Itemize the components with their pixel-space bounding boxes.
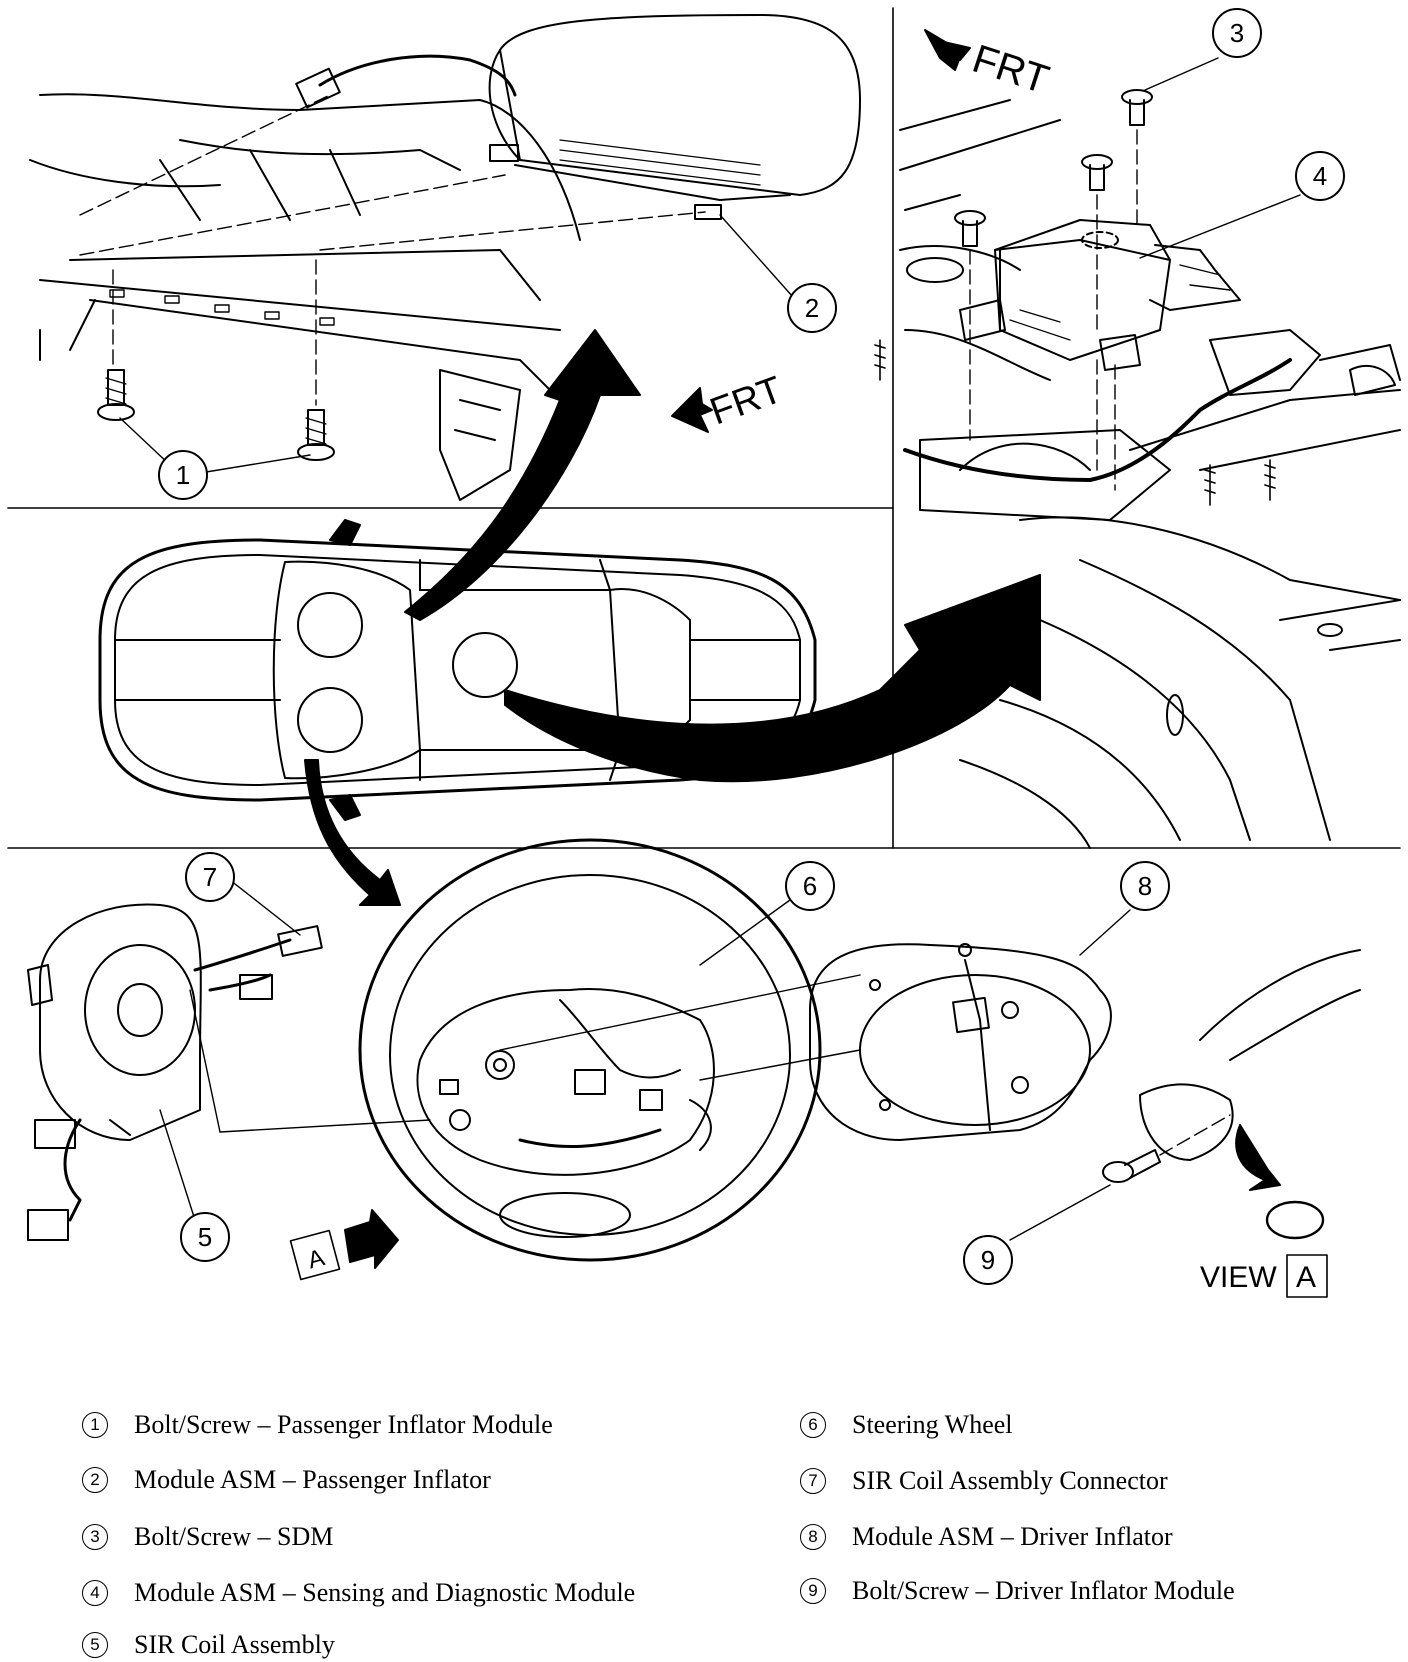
- location-passenger-module: [297, 592, 363, 658]
- steering-wheel: [358, 838, 822, 1262]
- callout-8: 8: [1120, 861, 1170, 911]
- callout-3: 3: [1212, 8, 1262, 58]
- svg-text:7: 7: [203, 862, 217, 892]
- legend-item-9: 9 Bolt/Screw – Driver Inflator Module: [800, 1576, 1235, 1606]
- view-tag-letter: A: [305, 1244, 327, 1274]
- legend-number: 4: [82, 1580, 108, 1606]
- bolt-3b: [1081, 154, 1113, 191]
- legend-number: 5: [82, 1632, 108, 1658]
- bolt-1a: [97, 369, 135, 421]
- legend-item-6: 6 Steering Wheel: [800, 1410, 1013, 1440]
- legend-item-2: 2 Module ASM – Passenger Inflator: [82, 1465, 491, 1495]
- sir-coil: [27, 903, 323, 1241]
- callout-5: 5: [180, 1212, 230, 1262]
- frt-label-mid: FRT: [705, 369, 788, 433]
- bolt-9: [1102, 1149, 1161, 1183]
- svg-text:5: 5: [198, 1222, 212, 1252]
- legend-number: 6: [800, 1412, 826, 1438]
- callout-4: 4: [1295, 151, 1345, 201]
- arrow-steering: [304, 759, 401, 906]
- svg-text:6: 6: [803, 871, 817, 901]
- callout-6: 6: [785, 861, 835, 911]
- passenger-inflator-view: [29, 14, 861, 501]
- svg-text:4: 4: [1313, 161, 1327, 191]
- legend-item-4: 4 Module ASM – Sensing and Diagnostic Mo…: [82, 1578, 635, 1608]
- callouts: 1 2 3 4 5 6 7 8: [158, 8, 1345, 1285]
- legend-item-7: 7 SIR Coil Assembly Connector: [800, 1466, 1168, 1496]
- callout-1: 1: [158, 450, 208, 500]
- legend-number: 2: [82, 1467, 108, 1493]
- callout-9: 9: [963, 1235, 1013, 1285]
- arrow-sdm: [504, 574, 1041, 783]
- svg-text:1: 1: [176, 460, 190, 490]
- view-box-letter: A: [1296, 1261, 1316, 1294]
- svg-text:2: 2: [805, 293, 819, 323]
- parts-legend: 1 Bolt/Screw – Passenger Inflator Module…: [0, 1380, 1408, 1662]
- legend-item-3: 3 Bolt/Screw – SDM: [82, 1522, 333, 1552]
- driver-inflator-module: [809, 943, 1112, 1141]
- legend-item-5: 5 SIR Coil Assembly: [82, 1630, 335, 1660]
- legend-item-1: 1 Bolt/Screw – Passenger Inflator Module: [82, 1410, 553, 1440]
- view-a-detail: [1009, 949, 1361, 1241]
- frt-arrow-mid: [671, 387, 713, 433]
- legend-number: 1: [82, 1412, 108, 1438]
- legend-text: Bolt/Screw – Passenger Inflator Module: [134, 1410, 553, 1439]
- legend-number: 8: [800, 1524, 826, 1550]
- view-a-tag: A: [289, 1209, 399, 1281]
- legend-item-8: 8 Module ASM – Driver Inflator: [800, 1522, 1173, 1552]
- svg-text:8: 8: [1138, 871, 1152, 901]
- vehicle-top-view: [98, 519, 817, 821]
- legend-text: Steering Wheel: [852, 1410, 1013, 1439]
- view-text: VIEW: [1200, 1261, 1277, 1294]
- legend-text: SIR Coil Assembly Connector: [852, 1466, 1168, 1495]
- legend-text: Module ASM – Sensing and Diagnostic Modu…: [134, 1578, 636, 1607]
- diagram-canvas: FRT FRT: [7, 7, 1401, 1298]
- legend-number: 7: [800, 1468, 826, 1494]
- bolt-1b: [297, 409, 335, 461]
- frt-label-top: FRT: [967, 37, 1054, 103]
- legend-text: Module ASM – Driver Inflator: [852, 1522, 1173, 1551]
- callout-7: 7: [185, 852, 235, 902]
- legend-text: Bolt/Screw – SDM: [134, 1522, 334, 1551]
- legend-text: Bolt/Screw – Driver Inflator Module: [852, 1576, 1235, 1605]
- legend-text: Module ASM – Passenger Inflator: [134, 1465, 491, 1494]
- svg-text:3: 3: [1230, 18, 1244, 48]
- legend-text: SIR Coil Assembly: [134, 1630, 335, 1659]
- bolt-3c: [954, 210, 986, 247]
- location-driver-module: [297, 687, 363, 753]
- callout-2: 2: [787, 283, 837, 333]
- bolt-3a: [1121, 89, 1153, 126]
- view-a-label: VIEW A: [1200, 1254, 1328, 1298]
- legend-number: 9: [800, 1578, 826, 1604]
- location-sdm: [452, 632, 518, 698]
- legend-number: 3: [82, 1524, 108, 1550]
- svg-text:9: 9: [981, 1245, 995, 1275]
